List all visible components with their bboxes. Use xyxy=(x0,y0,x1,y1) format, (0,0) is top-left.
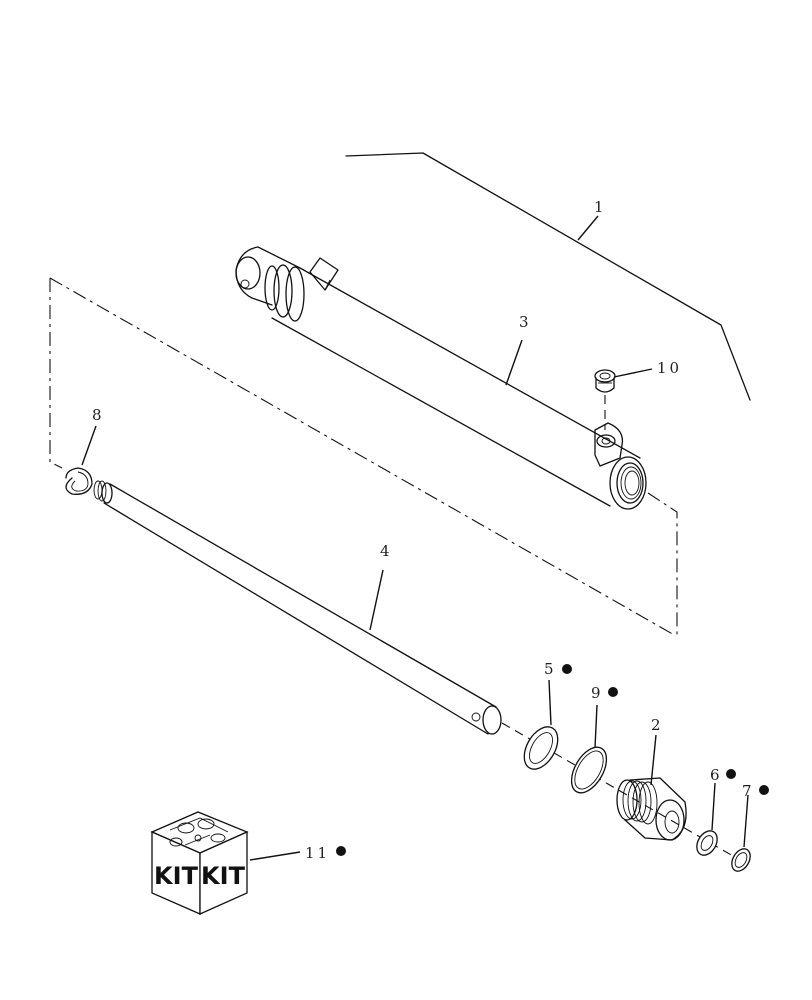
callout-6: 6 xyxy=(710,766,723,784)
assembly-centerline-right xyxy=(647,492,678,636)
assembly-bracket xyxy=(345,152,751,401)
wear-ring xyxy=(523,726,559,770)
rod-seal xyxy=(696,830,718,856)
leader-5 xyxy=(548,679,552,726)
kit-label-left: KIT xyxy=(154,862,199,890)
callout-4: 4 xyxy=(380,542,393,560)
leader-8 xyxy=(81,425,97,466)
callout-2: 2 xyxy=(651,716,664,734)
kit-marker-9 xyxy=(608,687,618,697)
leader-4 xyxy=(369,569,384,631)
snap-ring xyxy=(65,467,93,495)
callout-8: 8 xyxy=(92,406,105,424)
o-ring xyxy=(570,746,608,794)
callout-3: 3 xyxy=(519,313,532,331)
leader-7 xyxy=(743,794,749,848)
piston-rod xyxy=(93,480,502,735)
leader-2 xyxy=(650,734,657,786)
kit-label-right: KIT xyxy=(201,862,246,890)
leader-11 xyxy=(249,851,301,861)
cylinder-barrel xyxy=(235,246,647,510)
callout-11: 11 xyxy=(305,844,330,862)
assembly-centerline-upper xyxy=(49,277,677,637)
callout-5: 5 xyxy=(544,660,557,678)
kit-marker-6 xyxy=(726,769,736,779)
kit-marker-7 xyxy=(759,785,769,795)
assembly-centerline xyxy=(49,278,63,469)
callout-1: 1 xyxy=(594,198,607,216)
leader-9 xyxy=(594,704,598,749)
kit-marker-5 xyxy=(562,664,572,674)
leader-6 xyxy=(711,782,716,831)
port-plug xyxy=(594,369,616,393)
rod-wiper xyxy=(731,848,751,872)
seal-kit-box xyxy=(150,811,249,916)
cylinder-gland xyxy=(616,777,687,841)
callout-9: 9 xyxy=(591,684,604,702)
leader-3 xyxy=(505,339,523,386)
leader-1 xyxy=(577,215,599,241)
callout-10: 10 xyxy=(657,359,682,377)
leader-10 xyxy=(613,368,653,378)
kit-marker-11 xyxy=(336,846,346,856)
callout-7: 7 xyxy=(742,782,755,800)
